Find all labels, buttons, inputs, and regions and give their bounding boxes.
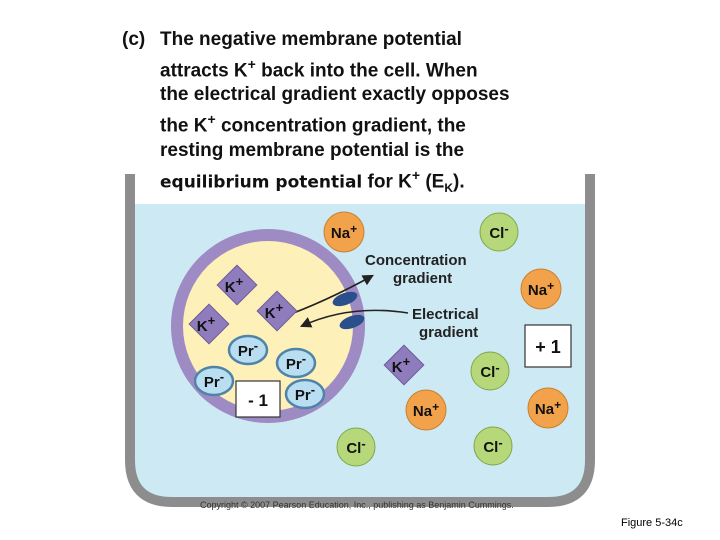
equilibrium-potential-term: equilibrium potential [160, 171, 363, 192]
svg-text:Pr-: Pr- [295, 382, 315, 404]
concentration-gradient-label-1: Concentration [365, 252, 467, 269]
svg-text:K+: K+ [265, 300, 284, 322]
inside-charge-label: - 1 [248, 391, 268, 410]
svg-text:Cl-: Cl- [346, 436, 365, 457]
electrical-gradient-label-1: Electrical [412, 306, 479, 323]
caption-line-4: the K+ concentration gradient, the [160, 111, 466, 137]
svg-text:K+: K+ [225, 274, 244, 296]
svg-text:Pr-: Pr- [204, 369, 224, 391]
chloride-ion: Cl- [336, 427, 376, 467]
potassium-channel-upper [332, 291, 358, 307]
caption-line-2: attracts K+ back into the cell. When [160, 56, 478, 82]
electrical-gradient-label-2: gradient [419, 324, 478, 341]
sodium-ion: Na+ [527, 387, 569, 429]
svg-text:Na+: Na+ [331, 222, 357, 242]
inside-charge-box [235, 380, 281, 418]
protein-anion: Pr- [227, 334, 269, 366]
figure-number: Figure 5-34c [621, 517, 683, 529]
protein-anion: Pr- [275, 347, 317, 379]
svg-text:K+: K+ [197, 313, 216, 335]
svg-text:K+: K+ [392, 354, 411, 376]
svg-text:Cl-: Cl- [483, 435, 502, 456]
svg-text:Na+: Na+ [413, 400, 439, 420]
svg-text:Cl-: Cl- [480, 360, 499, 381]
outside-charge-label: + 1 [535, 337, 561, 357]
sodium-ion: Na+ [323, 211, 365, 253]
outside-charge-box [524, 324, 572, 368]
potassium-ion: K+ [383, 344, 425, 386]
sodium-ion: Na+ [405, 389, 447, 431]
protein-anion: Pr- [284, 378, 326, 410]
caption-line-6: equilibrium potential for K+ (EK). [160, 166, 465, 195]
beaker-wall [125, 174, 595, 507]
copyright-notice: Copyright © 2007 Pearson Education, Inc.… [200, 500, 514, 510]
caption-text: The negative membrane potential attracts… [160, 28, 550, 200]
caption-line-3: the electrical gradient exactly opposes [160, 84, 510, 106]
potassium-channel-lower [339, 314, 365, 330]
svg-text:Pr-: Pr- [286, 351, 306, 373]
potassium-ion: K+ [188, 303, 230, 345]
electrical-gradient-arrow [299, 309, 409, 328]
svg-text:Na+: Na+ [535, 398, 561, 418]
caption-label: (c) [122, 29, 146, 50]
sodium-ion: Na+ [520, 268, 562, 310]
svg-text:Cl-: Cl- [489, 221, 508, 242]
protein-anion: Pr- [193, 365, 235, 397]
chloride-ion: Cl- [470, 351, 510, 391]
caption-line-5: resting membrane potential is the [160, 139, 465, 161]
potassium-ion: K+ [216, 264, 258, 306]
concentration-gradient-label-2: gradient [393, 270, 452, 287]
caption-line-1: The negative membrane potential [160, 29, 462, 50]
chloride-ion: Cl- [479, 212, 519, 252]
svg-text:Pr-: Pr- [238, 338, 258, 360]
svg-text:Na+: Na+ [528, 279, 554, 299]
potassium-ion: K+ [256, 290, 298, 332]
chloride-ion: Cl- [473, 426, 513, 466]
